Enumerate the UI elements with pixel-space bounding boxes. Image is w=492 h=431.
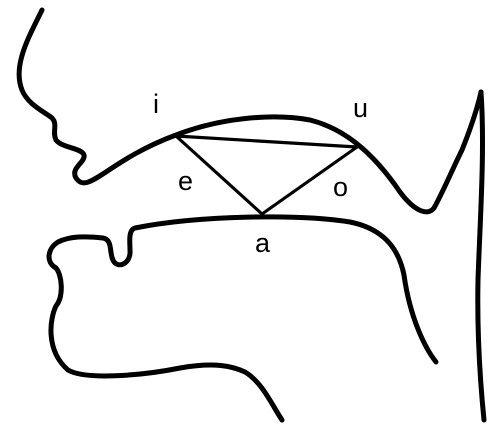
pharynx-back-wall [478,92,484,420]
vowel-triangle [176,136,357,214]
vowel-label-o: o [333,172,348,202]
vowel-label-i: i [153,89,159,119]
vowel-label-a: a [255,228,271,258]
upper-profile-outline [19,10,481,212]
tongue-and-jaw-outline [49,217,436,420]
vowel-label-e: e [178,166,193,196]
vowel-label-u: u [353,93,368,123]
